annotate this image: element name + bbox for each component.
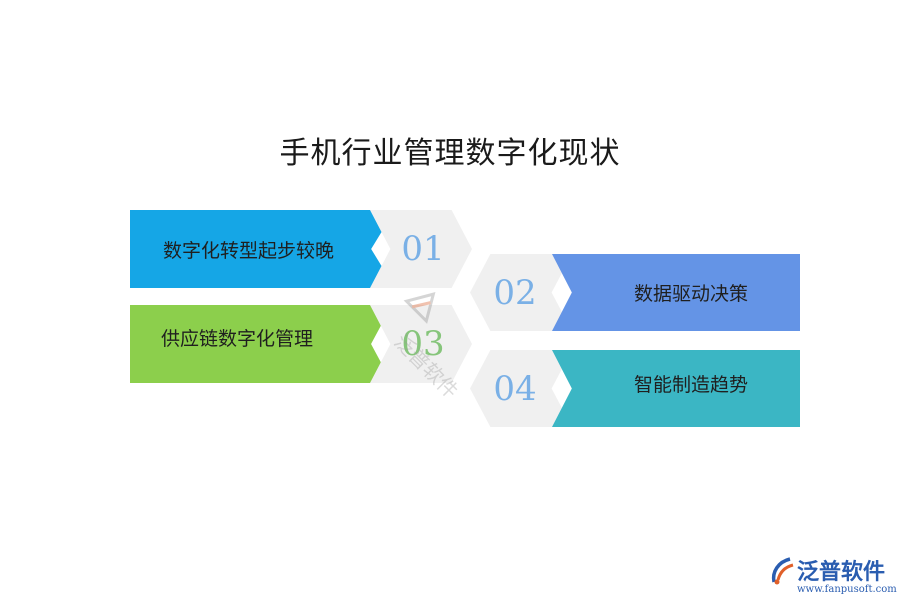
- item-banner-4: 智能制造趋势: [552, 350, 800, 427]
- fanpu-logo-icon: [771, 557, 794, 585]
- item-text-2: 数据驱动决策: [633, 283, 748, 305]
- item-number-label-2: 02: [493, 272, 537, 313]
- item-text-1: 数字化转型起步较晚: [162, 239, 334, 262]
- item-number-label-1: 01: [401, 229, 445, 269]
- brand-url: www.fanpusoft.com: [797, 584, 897, 595]
- item-number-1: 01: [370, 210, 472, 288]
- item-banner-3: 供应链数字化管理: [130, 305, 392, 383]
- item-text-3: 供应链数字化管理: [160, 327, 313, 350]
- brand-logo: 泛普软件 www.fanpusoft.com: [770, 552, 897, 598]
- page-title: 手机行业管理数字化现状: [279, 136, 621, 171]
- item-number-label-3: 03: [401, 324, 445, 364]
- item-banner-1: 数字化转型起步较晚: [130, 210, 395, 288]
- item-text-4: 智能制造趋势: [633, 374, 748, 396]
- item-number-2: 02: [470, 254, 572, 331]
- item-number-4: 04: [470, 350, 572, 427]
- brand-name: 泛普软件: [797, 560, 886, 585]
- item-banner-2: 数据驱动决策: [552, 254, 800, 331]
- item-number-label-4: 04: [493, 368, 537, 409]
- item-number-3: 03: [370, 305, 472, 383]
